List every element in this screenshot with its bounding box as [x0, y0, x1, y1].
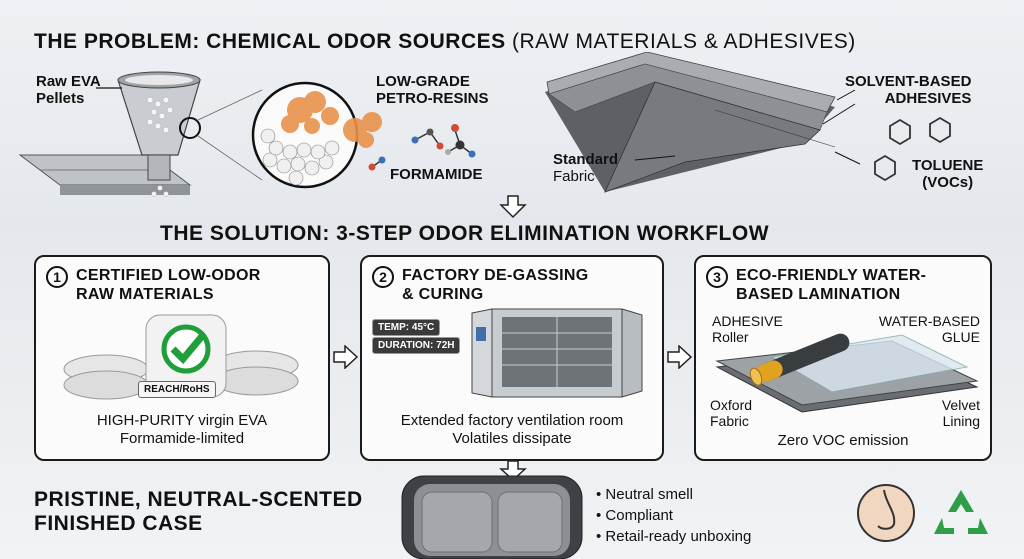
list-item: Retail-ready unboxing: [596, 526, 751, 547]
eva-bags-illustration: [63, 314, 299, 400]
arrow-right-icon: [667, 345, 693, 369]
arrow-down-icon: [499, 460, 527, 482]
recycle-icon: [934, 490, 988, 534]
step-2-number: 2: [372, 266, 394, 288]
result-bullets: Neutral smell Compliant Retail-ready unb…: [596, 484, 751, 547]
reach-rohs-badge: REACH/RoHS: [138, 381, 216, 398]
fabric-layers-illustration: [545, 52, 951, 193]
toluene-molecule-icons: [874, 116, 951, 182]
problem-title: THE PROBLEM: CHEMICAL ODOR SOURCES (RAW …: [34, 30, 856, 54]
eva-hopper-illustration: [18, 71, 476, 197]
solution-title: THE SOLUTION: 3-STEP ODOR ELIMINATION WO…: [160, 222, 770, 245]
step-2-panel: 2 FACTORY DE-GASSING& CURING TEMP: 45°C …: [360, 255, 664, 461]
curing-oven-illustration: [471, 308, 643, 398]
molecule-icons: [368, 124, 476, 171]
raw-eva-pointer: [96, 87, 122, 89]
toluene-label: TOLUENE(VOCs): [912, 157, 984, 191]
problem-title-light: (RAW MATERIALS & ADHESIVES): [511, 30, 856, 53]
step-1-number: 1: [46, 266, 68, 288]
step-3-panel: 3 ECO-FRIENDLY WATER-BASED LAMINATION AD…: [694, 255, 992, 461]
lamination-illustration: [715, 333, 979, 413]
step-3-title: ECO-FRIENDLY WATER-BASED LAMINATION: [736, 267, 927, 303]
arrow-down-icon: [499, 195, 527, 219]
arrow-right-icon: [333, 345, 359, 369]
formamide-label: FORMAMIDE: [390, 166, 483, 183]
finished-case-illustration: [401, 475, 583, 559]
nose-icon: [857, 484, 915, 542]
problem-title-bold: THE PROBLEM: CHEMICAL ODOR SOURCES: [34, 30, 506, 53]
duration-readout: DURATION: 72H: [372, 337, 461, 354]
list-item: Compliant: [596, 505, 751, 526]
list-item: Neutral smell: [596, 484, 751, 505]
step-3-number: 3: [706, 266, 728, 288]
check-icon: [170, 332, 206, 365]
step-3-caption: Zero VOC emission: [777, 432, 909, 449]
temp-readout: TEMP: 45°C: [372, 319, 441, 336]
step-2-title: FACTORY DE-GASSING& CURING: [402, 267, 589, 303]
